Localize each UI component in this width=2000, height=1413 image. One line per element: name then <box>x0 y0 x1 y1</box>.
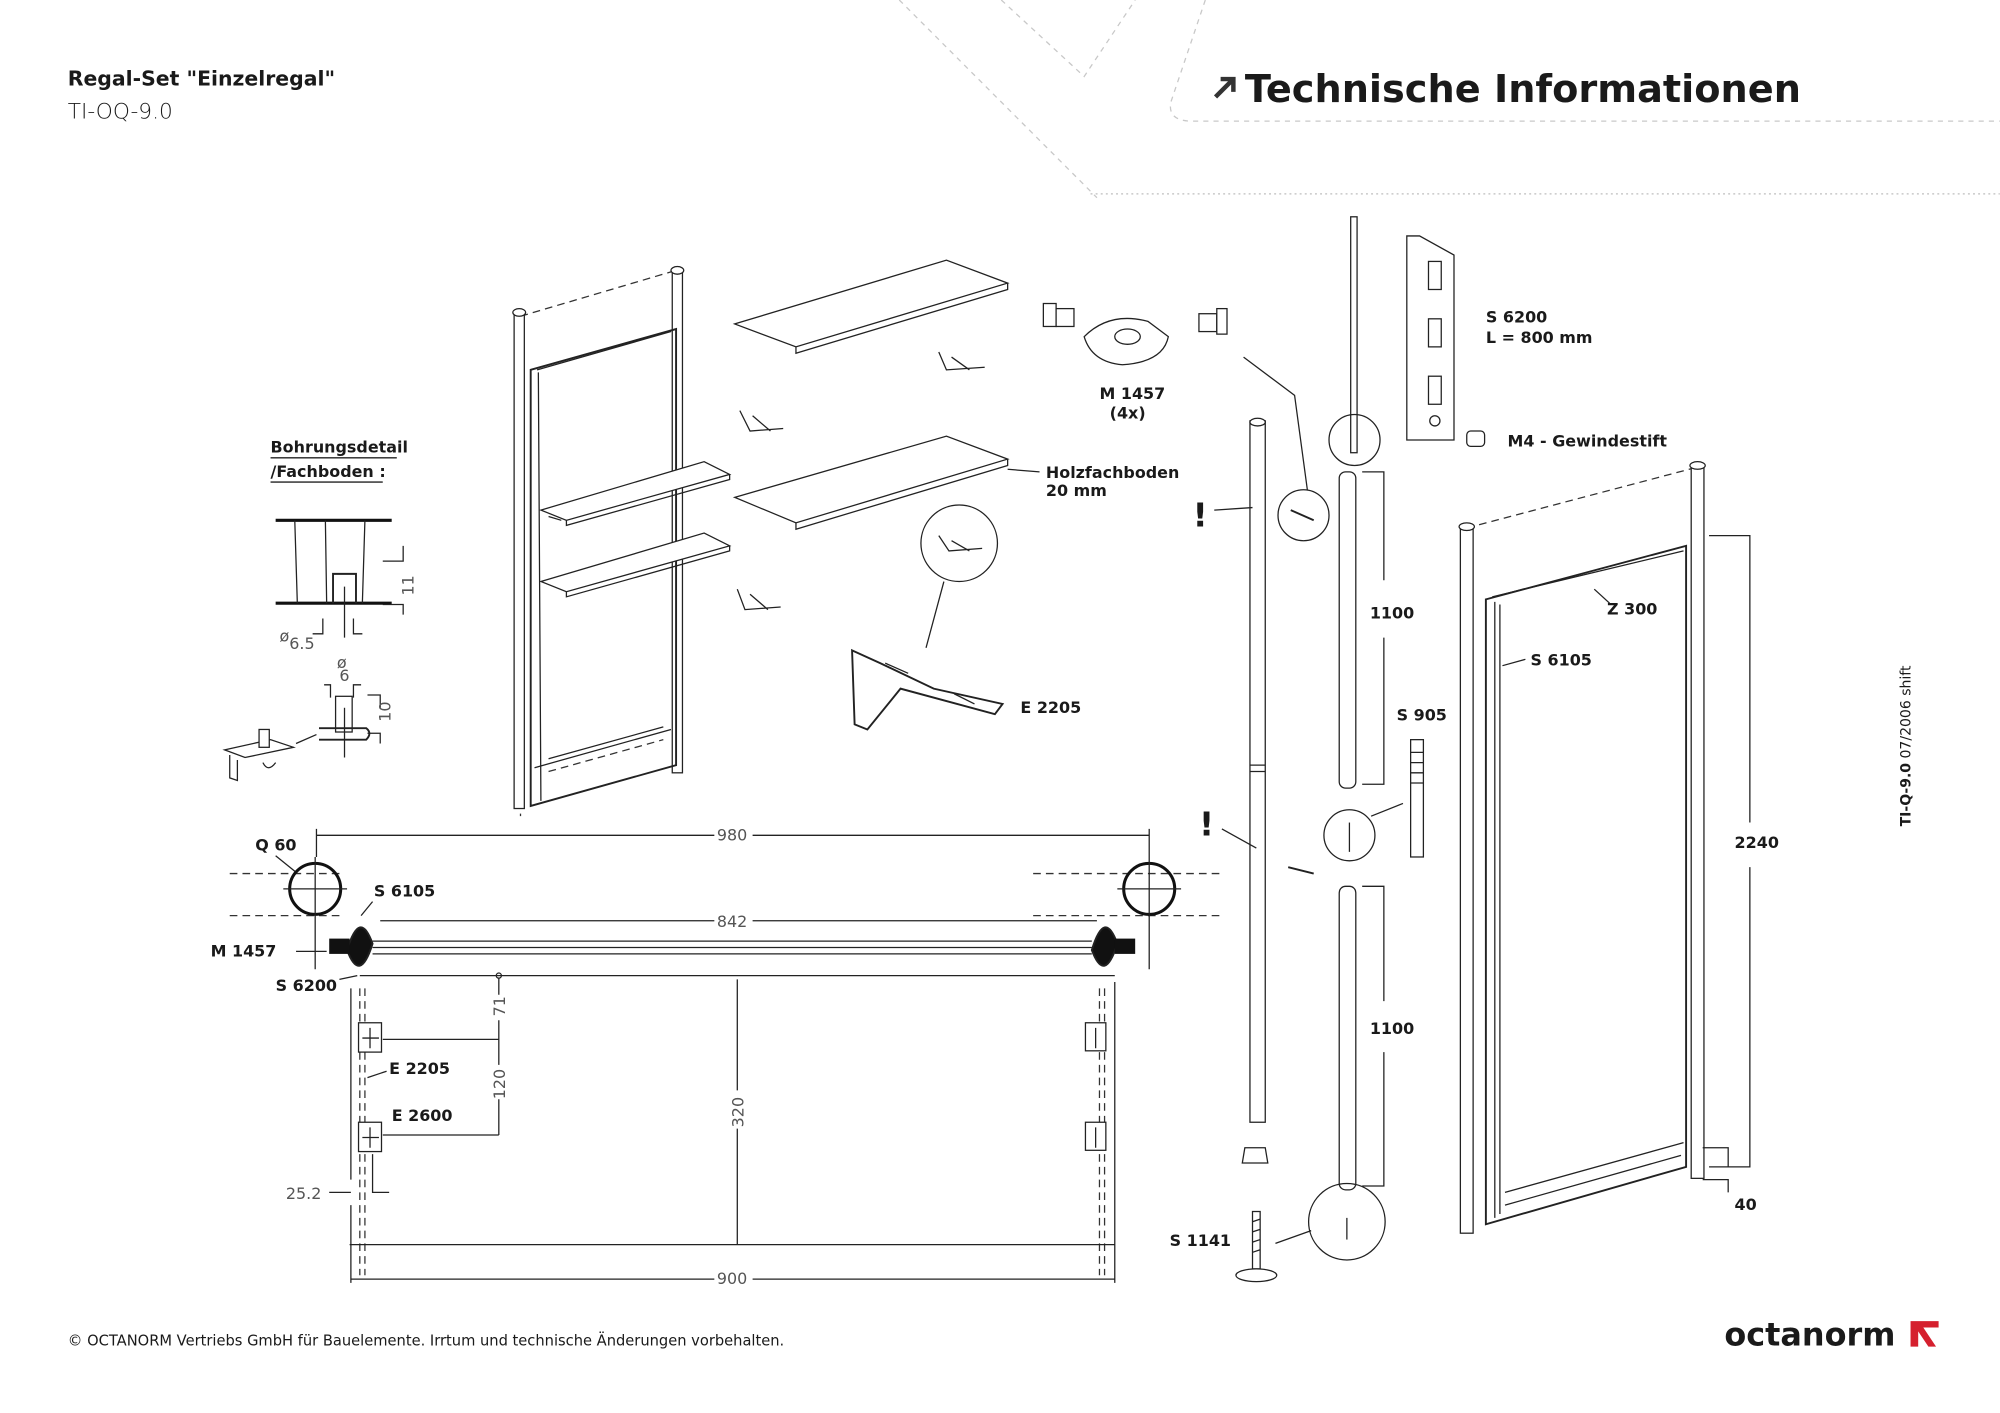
dim-40: 40 <box>1735 1195 1757 1214</box>
dim-1100-bottom: 1100 <box>1370 1019 1414 1038</box>
dim-900: 900 <box>717 1269 747 1288</box>
logo-mark <box>1910 1321 1939 1347</box>
frame-drawing: Z 300 S 6105 2240 40 <box>1458 461 1779 1234</box>
label-e2600-plan: E 2600 <box>392 1106 453 1125</box>
label-z300: Z 300 <box>1607 600 1657 619</box>
footer-copyright: © OCTANORM Vertriebs GmbH für Bauelement… <box>68 1331 784 1349</box>
warning-mark-2: ! <box>1199 804 1214 843</box>
octanorm-logo: octanorm <box>1724 1315 1939 1353</box>
dim-hole-depth: 11 <box>398 575 417 595</box>
dim-120: 120 <box>490 1069 509 1099</box>
dim-25-2: 25.2 <box>286 1184 322 1203</box>
iso-shelf-drawing: Holzfachboden 20 mm E 2205 M 1457 (4x) <box>512 259 1228 817</box>
dim-2240: 2240 <box>1735 833 1779 852</box>
decorative-lines <box>898 0 2000 199</box>
label-s6200-exploded: S 6200 <box>1486 308 1547 327</box>
section-title: Technische Informationen <box>1245 67 1801 112</box>
dim-hole-diameter: ø6.5 <box>279 626 314 653</box>
label-e2205-iso: E 2205 <box>1020 698 1081 717</box>
plan-view-drawing: Q 60 980 S 6105 842 M 1457 S 6200 71 120… <box>211 825 1225 1288</box>
label-s905: S 905 <box>1397 706 1447 725</box>
side-note: TI-Q-9.0 07/2006 shift <box>1899 665 1915 826</box>
label-s6200-plan: S 6200 <box>276 976 337 995</box>
dim-71: 71 <box>490 996 509 1016</box>
dim-320: 320 <box>729 1097 748 1127</box>
label-m4-gewindestift: M4 - Gewindestift <box>1508 431 1668 450</box>
label-m1457-plan: M 1457 <box>211 941 277 960</box>
label-s6105-frame: S 6105 <box>1531 651 1592 670</box>
dim-1100-top: 1100 <box>1370 604 1414 623</box>
dim-842: 842 <box>717 912 747 931</box>
label-s1141: S 1141 <box>1170 1231 1231 1250</box>
warning-mark-1: ! <box>1193 496 1208 535</box>
exploded-view-drawing: S 6200 L = 800 mm M4 - Gewindestift ! ! … <box>1170 216 1668 1283</box>
label-e2205-plan: E 2205 <box>389 1059 450 1078</box>
logo-text: octanorm <box>1724 1315 1895 1353</box>
label-m1457-qty: (4x) <box>1110 403 1146 422</box>
label-s6200-length: L = 800 mm <box>1486 328 1593 347</box>
label-m1457-iso: M 1457 <box>1099 384 1165 403</box>
detail-title-line2: /Fachboden : <box>271 462 386 481</box>
document-title: Regal-Set "Einzelregal" <box>68 66 335 90</box>
label-s6105-plan: S 6105 <box>374 882 435 901</box>
detail-title-line1: Bohrungsdetail <box>271 438 408 457</box>
label-holzfachboden-thickness: 20 mm <box>1046 481 1107 500</box>
document-code: TI-OQ-9.0 <box>68 100 173 125</box>
label-holzfachboden: Holzfachboden <box>1046 463 1179 482</box>
dim-980: 980 <box>717 825 747 844</box>
dim-pin-height: 10 <box>375 702 394 722</box>
arrow-up-right-icon <box>1213 76 1236 99</box>
label-q60: Q 60 <box>255 836 296 855</box>
